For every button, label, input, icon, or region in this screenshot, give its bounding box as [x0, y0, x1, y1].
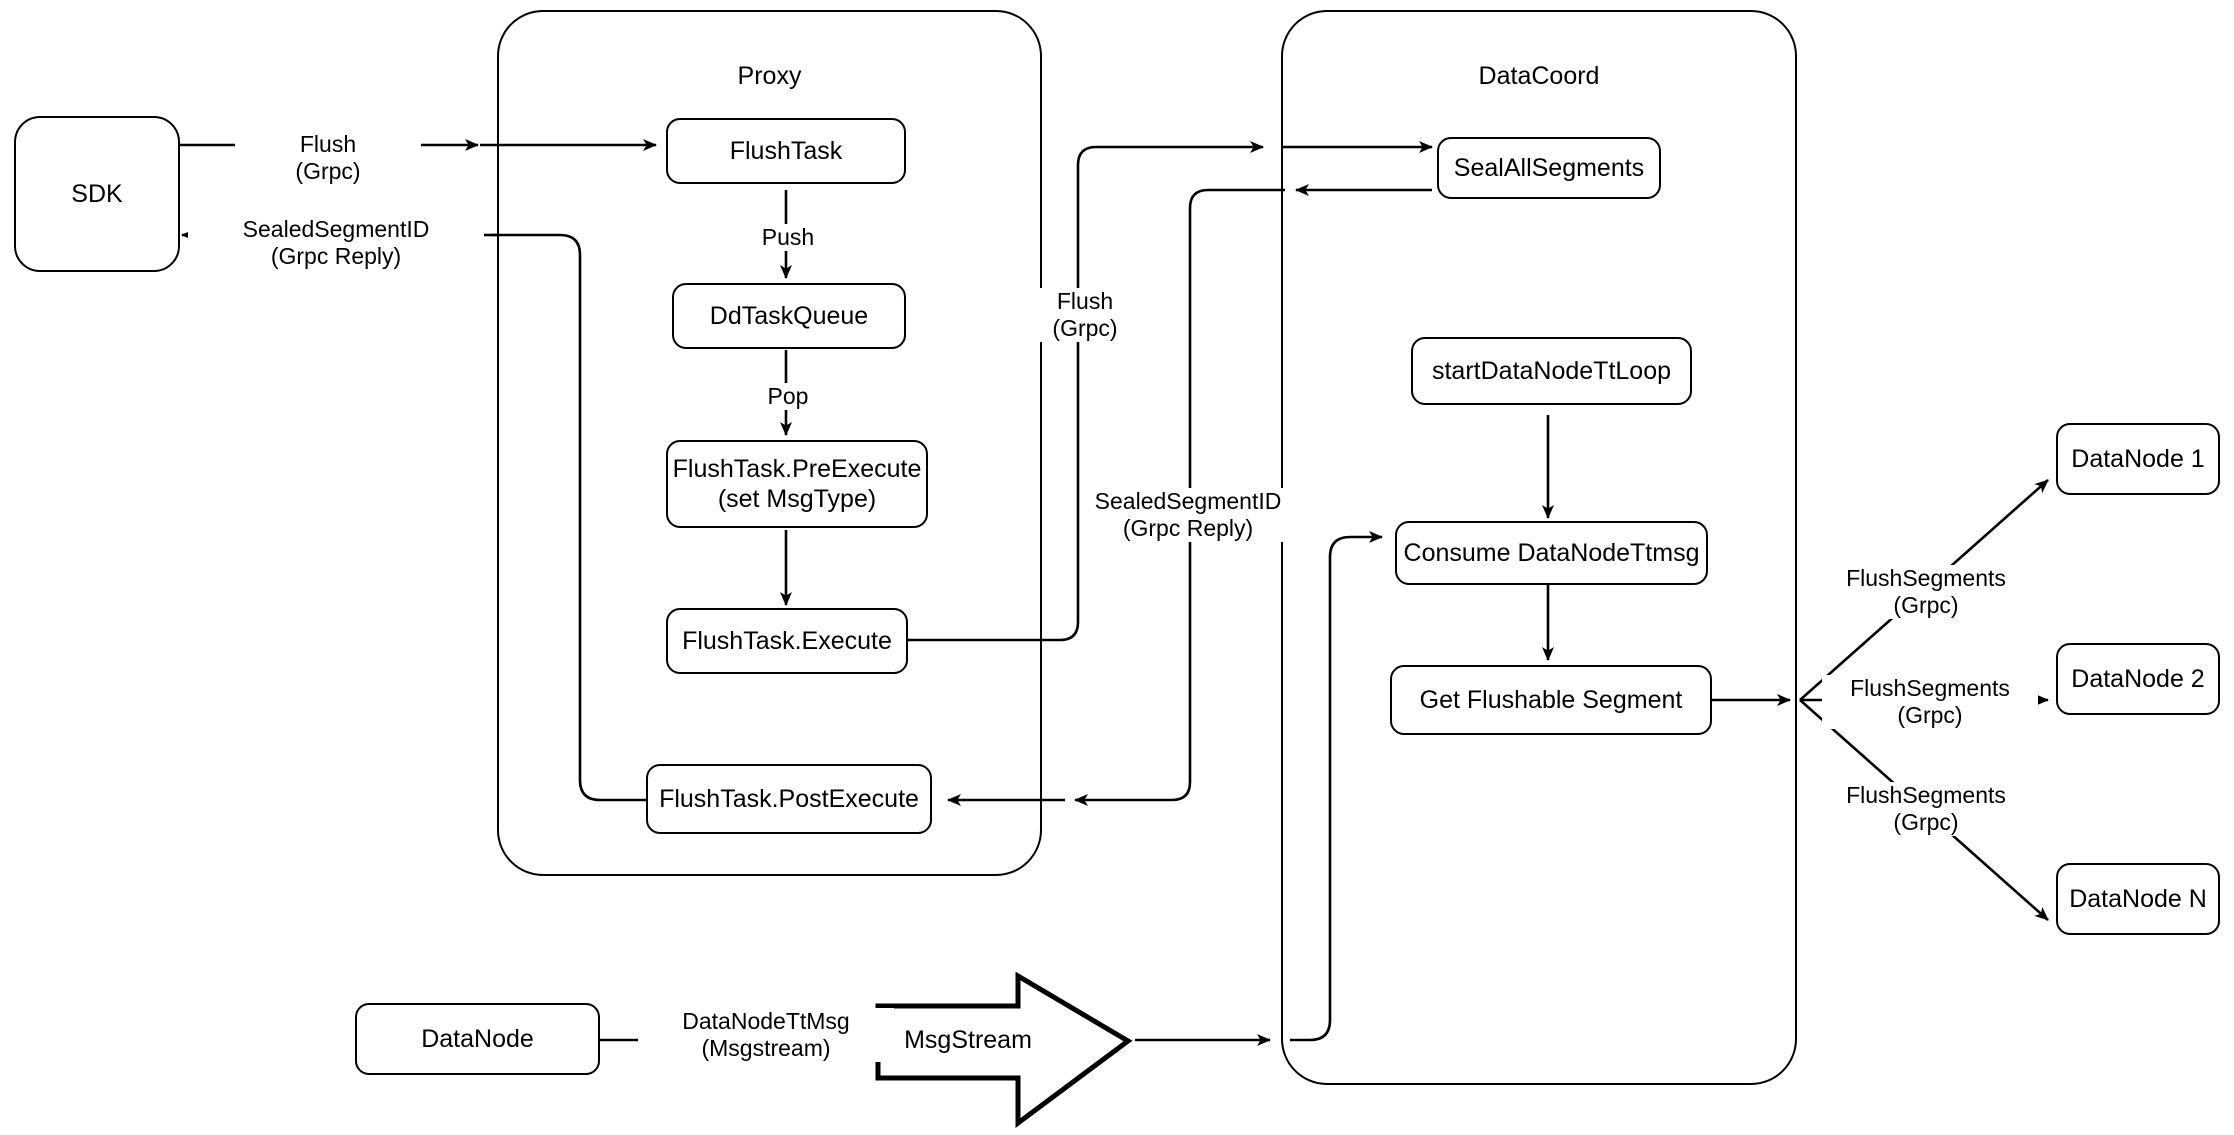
wire-execute-to-datacoord	[908, 141, 1264, 642]
label-flush-grpc-sdk: Flush (Grpc)	[235, 131, 421, 186]
node-flushtask-execute[interactable]: FlushTask.Execute	[666, 608, 908, 674]
label-push: Push	[730, 224, 846, 252]
node-datanode-n[interactable]: DataNode N	[2056, 863, 2220, 935]
msgstream-arrow-shape	[875, 971, 1133, 1128]
datacoord-container	[1281, 10, 1797, 1085]
node-ddtaskqueue[interactable]: DdTaskQueue	[672, 283, 906, 349]
proxy-title: Proxy	[737, 62, 802, 90]
node-get-flushable-segment[interactable]: Get Flushable Segment	[1390, 665, 1712, 735]
proxy-container	[497, 10, 1042, 876]
node-flushtask-preexecute[interactable]: FlushTask.PreExecute (set MsgType)	[666, 440, 928, 528]
datacoord-title: DataCoord	[1478, 62, 1600, 90]
node-flushtask[interactable]: FlushTask	[666, 118, 906, 184]
node-consume-datanodettmsg[interactable]: Consume DataNodeTtmsg	[1395, 521, 1708, 585]
label-datanodettmsg: DataNodeTtMsg (Msgstream)	[638, 1008, 894, 1063]
label-flushsegments-n: FlushSegments (Grpc)	[1818, 782, 2034, 837]
label-flushsegments-2: FlushSegments (Grpc)	[1822, 675, 2038, 730]
label-sealedsegmentid-reply-sdk: SealedSegmentID (Grpc Reply)	[188, 216, 484, 271]
node-startdatanodettloop[interactable]: startDataNodeTtLoop	[1411, 337, 1692, 405]
label-flushsegments-1: FlushSegments (Grpc)	[1818, 565, 2034, 620]
node-flushtask-postexecute[interactable]: FlushTask.PostExecute	[646, 764, 932, 834]
label-pop: Pop	[735, 383, 841, 411]
label-sealedsegmentid-reply-datacoord: SealedSegmentID (Grpc Reply)	[1080, 488, 1296, 543]
node-sdk[interactable]: SDK	[14, 116, 180, 272]
node-sealallsegments[interactable]: SealAllSegments	[1437, 137, 1661, 199]
node-msgstream-label[interactable]: MsgStream	[904, 1026, 1032, 1054]
node-datanode-2[interactable]: DataNode 2	[2056, 643, 2220, 715]
node-datanode[interactable]: DataNode	[355, 1003, 600, 1075]
label-flush-grpc-datacoord: Flush (Grpc)	[1022, 288, 1148, 343]
wire-datacoord-to-consume	[1290, 531, 1383, 1042]
wire-postexecute-return	[490, 233, 650, 802]
node-datanode-1[interactable]: DataNode 1	[2056, 423, 2220, 495]
